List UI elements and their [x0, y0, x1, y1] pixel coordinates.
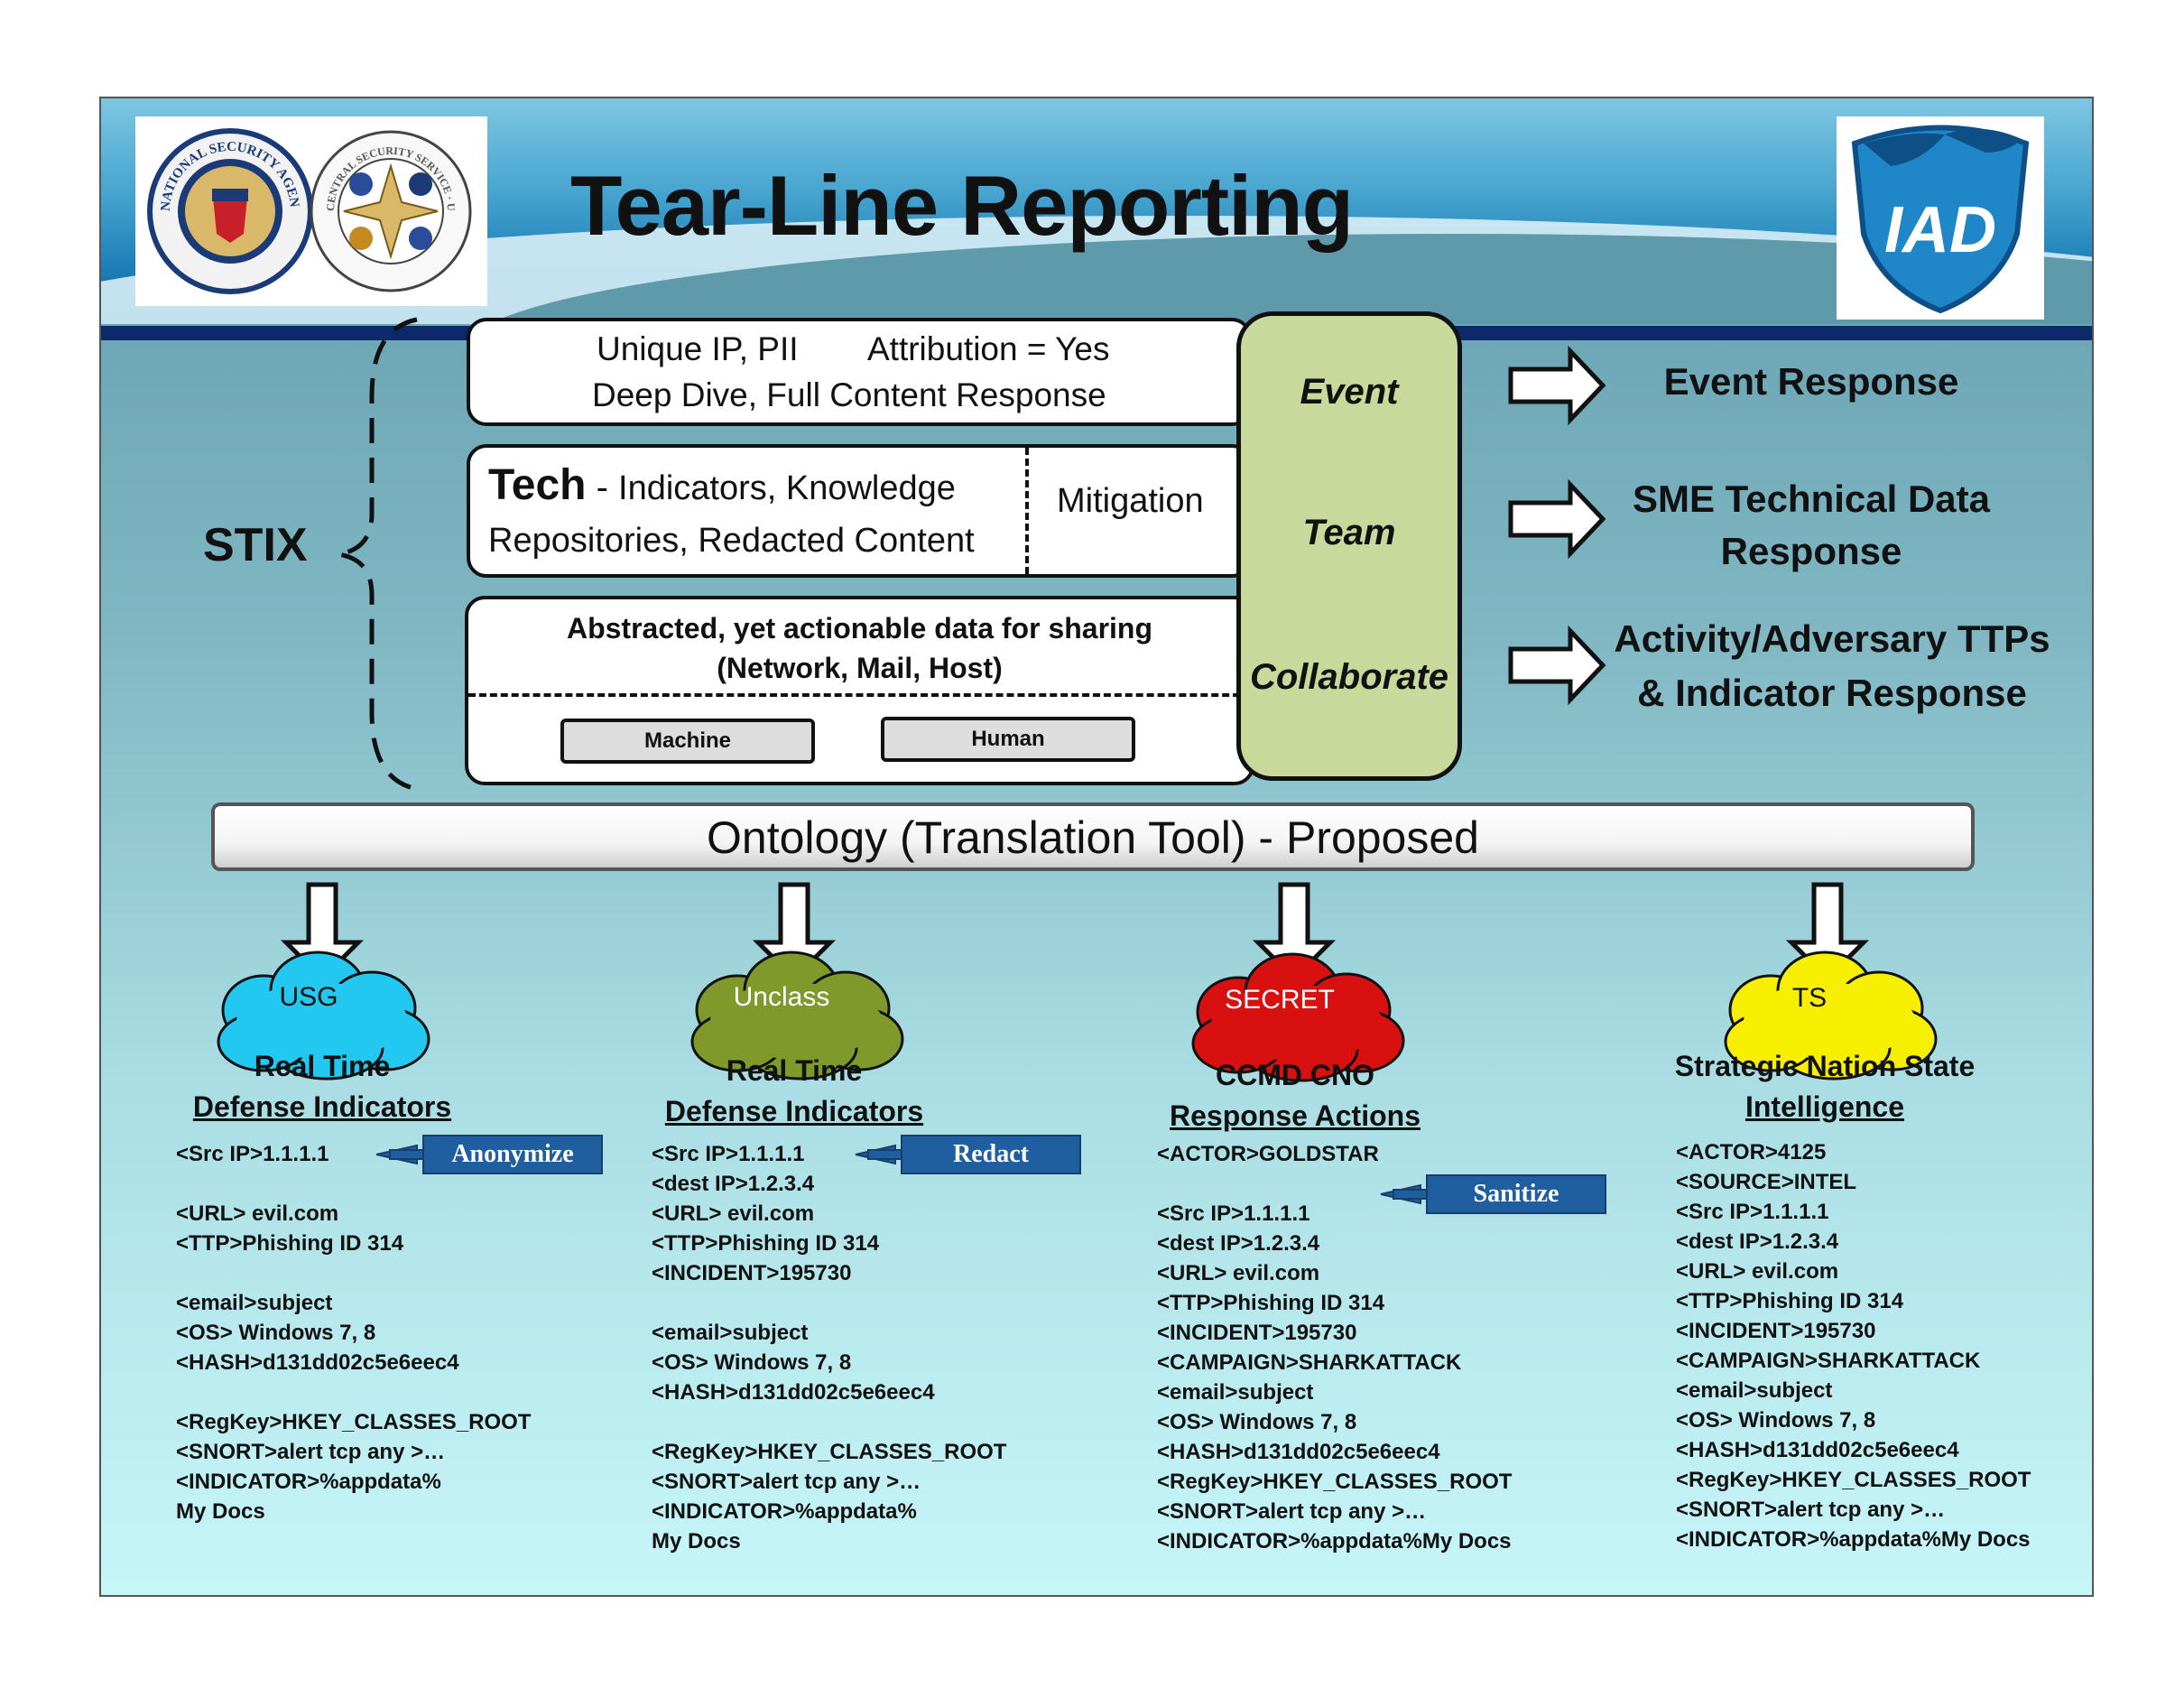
sme-response-line2: Response [1720, 530, 1902, 572]
ts-column-title: Strategic Nation State Intelligence [1590, 1046, 2059, 1127]
secret-title-line1: CCMD CNO [1216, 1059, 1374, 1091]
ttp-response-line2: & Indicator Response [1637, 672, 2027, 714]
arrow-right-icon [1508, 478, 1606, 560]
iad-logo-text: IAD [1884, 194, 1996, 266]
ts-indicator-list: <ACTOR>4125 <SOURCE>INTEL <Src IP>1.1.1.… [1676, 1140, 2031, 1552]
ts-title-line2: Intelligence [1744, 1090, 1905, 1123]
unclass-column-title: Real Time Defense Indicators [560, 1051, 1029, 1132]
secret-cloud-label: SECRET [1225, 985, 1335, 1015]
ttp-response-line1: Activity/Adversary TTPs [1614, 617, 2050, 660]
tech-line2: Repositories, Redacted Content [488, 522, 975, 560]
usg-cloud-label: USG [279, 982, 338, 1012]
ts-cloud-icon [1724, 951, 1938, 1081]
response-arrows [1508, 345, 1606, 706]
secret-column-title: CCMD CNO Response Actions [1060, 1055, 1530, 1136]
unclass-title-line2: Defense Indicators [664, 1095, 924, 1127]
usg-cloud-icon [217, 951, 430, 1081]
sme-response-line1: SME Technical Data [1632, 478, 1990, 520]
usg-column-title: Real Time Defense Indicators [101, 1046, 557, 1127]
tech-line1: Indicators, Knowledge [618, 469, 956, 507]
unclass-cloud-label: Unclass [734, 982, 830, 1012]
tier-top-line1a: Unique IP, PII [597, 330, 799, 367]
mitigation-label: Mitigation [1057, 482, 1204, 520]
abstracted-line1: Abstracted, yet actionable data for shar… [566, 612, 1153, 645]
ontology-label: Ontology (Translation Tool) - Proposed [707, 812, 1479, 863]
tech-dash: - [586, 468, 619, 507]
usg-title-line2: Defense Indicators [192, 1090, 452, 1123]
redact-tag: Redact [901, 1135, 1081, 1174]
sanitize-tag: Sanitize [1426, 1174, 1606, 1214]
agency-seals: NATIONAL SECURITY AGENCY · UNITED STATES… [129, 106, 487, 306]
event-response-label: Event Response [1663, 360, 1959, 403]
machine-button[interactable]: Machine [560, 719, 815, 764]
unclass-indicator-list: <Src IP>1.1.1.1 <dest IP>1.2.3.4 <URL> e… [652, 1142, 1007, 1554]
secret-cloud-icon [1191, 952, 1405, 1082]
ts-cloud-label: TS [1792, 983, 1827, 1013]
human-button[interactable]: Human [881, 717, 1135, 762]
abstracted-line2: (Network, Mail, Host) [717, 652, 1003, 684]
usg-indicator-list: <Src IP>1.1.1.1 <URL> evil.com <TTP>Phis… [176, 1142, 532, 1524]
team-label: Team [1302, 513, 1396, 552]
classification-clouds: USG Unclass SECRET TS [217, 882, 1938, 1205]
tier-full-content: Unique IP, PII Attribution = Yes Deep Di… [467, 318, 1252, 426]
event-team-box: Event Team Collaborate [1236, 311, 1462, 781]
iad-logo: IAD [1837, 116, 2044, 320]
usg-title-line1: Real Time [254, 1050, 391, 1082]
unclass-title-line1: Real Time [726, 1054, 863, 1087]
secret-indicator-list: <ACTOR>GOLDSTAR <Src IP>1.1.1.1 <dest IP… [1157, 1142, 1513, 1554]
ontology-bar: Ontology (Translation Tool) - Proposed [211, 802, 1975, 871]
arrow-right-icon [1508, 345, 1606, 426]
tech-label: Tech [488, 461, 587, 509]
stix-brace [337, 317, 418, 792]
tier-top-line2: Deep Dive, Full Content Response [592, 376, 1106, 413]
ts-title-line1: Strategic Nation State [1674, 1050, 1976, 1082]
tier-top-line1b: Attribution = Yes [867, 330, 1110, 367]
unclass-cloud-icon [690, 951, 904, 1081]
event-label: Event [1300, 372, 1399, 412]
arrow-right-icon [1508, 625, 1606, 706]
tech-divider [1025, 448, 1029, 574]
tier-abstracted: Abstracted, yet actionable data for shar… [465, 596, 1254, 785]
anonymize-tag: Anonymize [422, 1135, 603, 1174]
page-title: Tear-Line Reporting [570, 158, 1354, 253]
abstracted-divider [468, 693, 1251, 697]
stix-label: STIX [203, 519, 308, 571]
tier-tech: Tech - Indicators, Knowledge Repositorie… [467, 444, 1252, 578]
secret-title-line2: Response Actions [1170, 1099, 1421, 1132]
slide: NATIONAL SECURITY AGENCY · UNITED STATES… [99, 97, 2094, 1597]
collaborate-label: Collaborate [1249, 657, 1449, 697]
